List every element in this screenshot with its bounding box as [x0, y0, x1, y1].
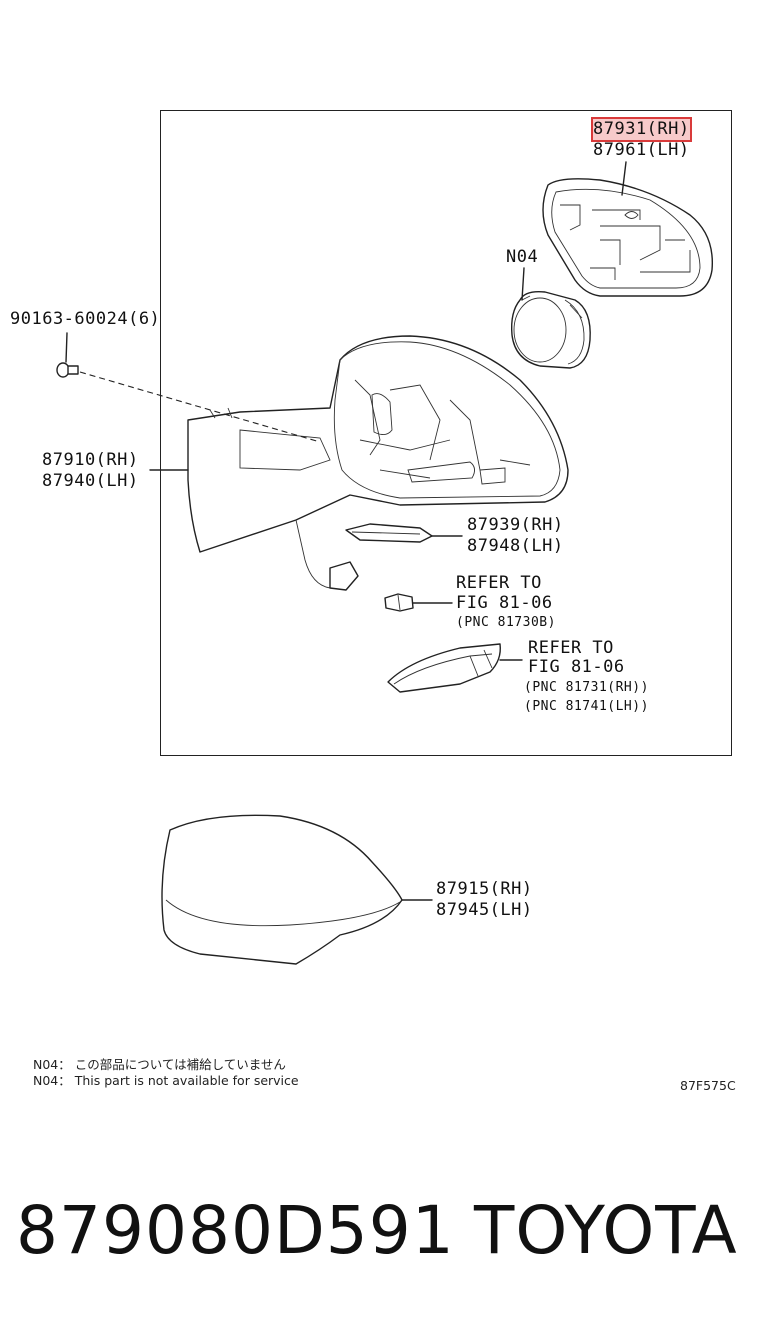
bulb-drawing — [384, 593, 453, 612]
part-label-garnish-lh[interactable]: 87948(LH) — [467, 536, 564, 556]
note-japanese: N04： この部品については補給していません — [33, 1057, 286, 1072]
refer-label-2-line2[interactable]: FIG 81-06 — [528, 657, 625, 677]
brand-name: TOYOTA — [474, 1192, 738, 1269]
part-label-visor-lh[interactable]: 87940(LH) — [42, 471, 139, 491]
screw-drawing — [56, 332, 79, 378]
refer-label-2-line3: (PNC 81731(RH)) — [524, 680, 649, 695]
part-label-cover-rh[interactable]: 87915(RH) — [436, 879, 533, 899]
mirror-glass-drawing — [542, 178, 714, 297]
note-english: N04： This part is not available for serv… — [33, 1073, 299, 1088]
diagram-frame — [160, 110, 732, 756]
mirror-motor-drawing — [510, 290, 591, 369]
refer-label-2-line4: (PNC 81741(LH)) — [524, 699, 649, 714]
side-garnish-drawing — [345, 523, 463, 543]
refer-label-1-line3: (PNC 81730B) — [456, 615, 556, 630]
mirror-cover-drawing — [161, 814, 433, 965]
refer-label-1-line1: REFER TO — [456, 573, 542, 593]
mirror-housing-drawing — [187, 335, 569, 591]
part-label-garnish-rh[interactable]: 87939(RH) — [467, 515, 564, 535]
refer-label-2-line1: REFER TO — [528, 638, 614, 658]
refer-label-1-line2[interactable]: FIG 81-06 — [456, 593, 553, 613]
part-label-visor-rh[interactable]: 87910(RH) — [42, 450, 139, 470]
part-label-mirror-lh[interactable]: 87961(LH) — [593, 140, 690, 160]
part-label-cover-lh[interactable]: 87945(LH) — [436, 900, 533, 920]
turn-signal-lamp-drawing — [387, 643, 523, 693]
part-label-n04: N04 — [506, 247, 539, 267]
diagram-code: 87F575C — [680, 1078, 736, 1093]
part-number-title: 879080D591 — [16, 1192, 455, 1269]
part-label-mirror-rh[interactable]: 87931(RH) — [591, 117, 692, 142]
part-label-screw[interactable]: 90163-60024(6) — [10, 309, 161, 329]
